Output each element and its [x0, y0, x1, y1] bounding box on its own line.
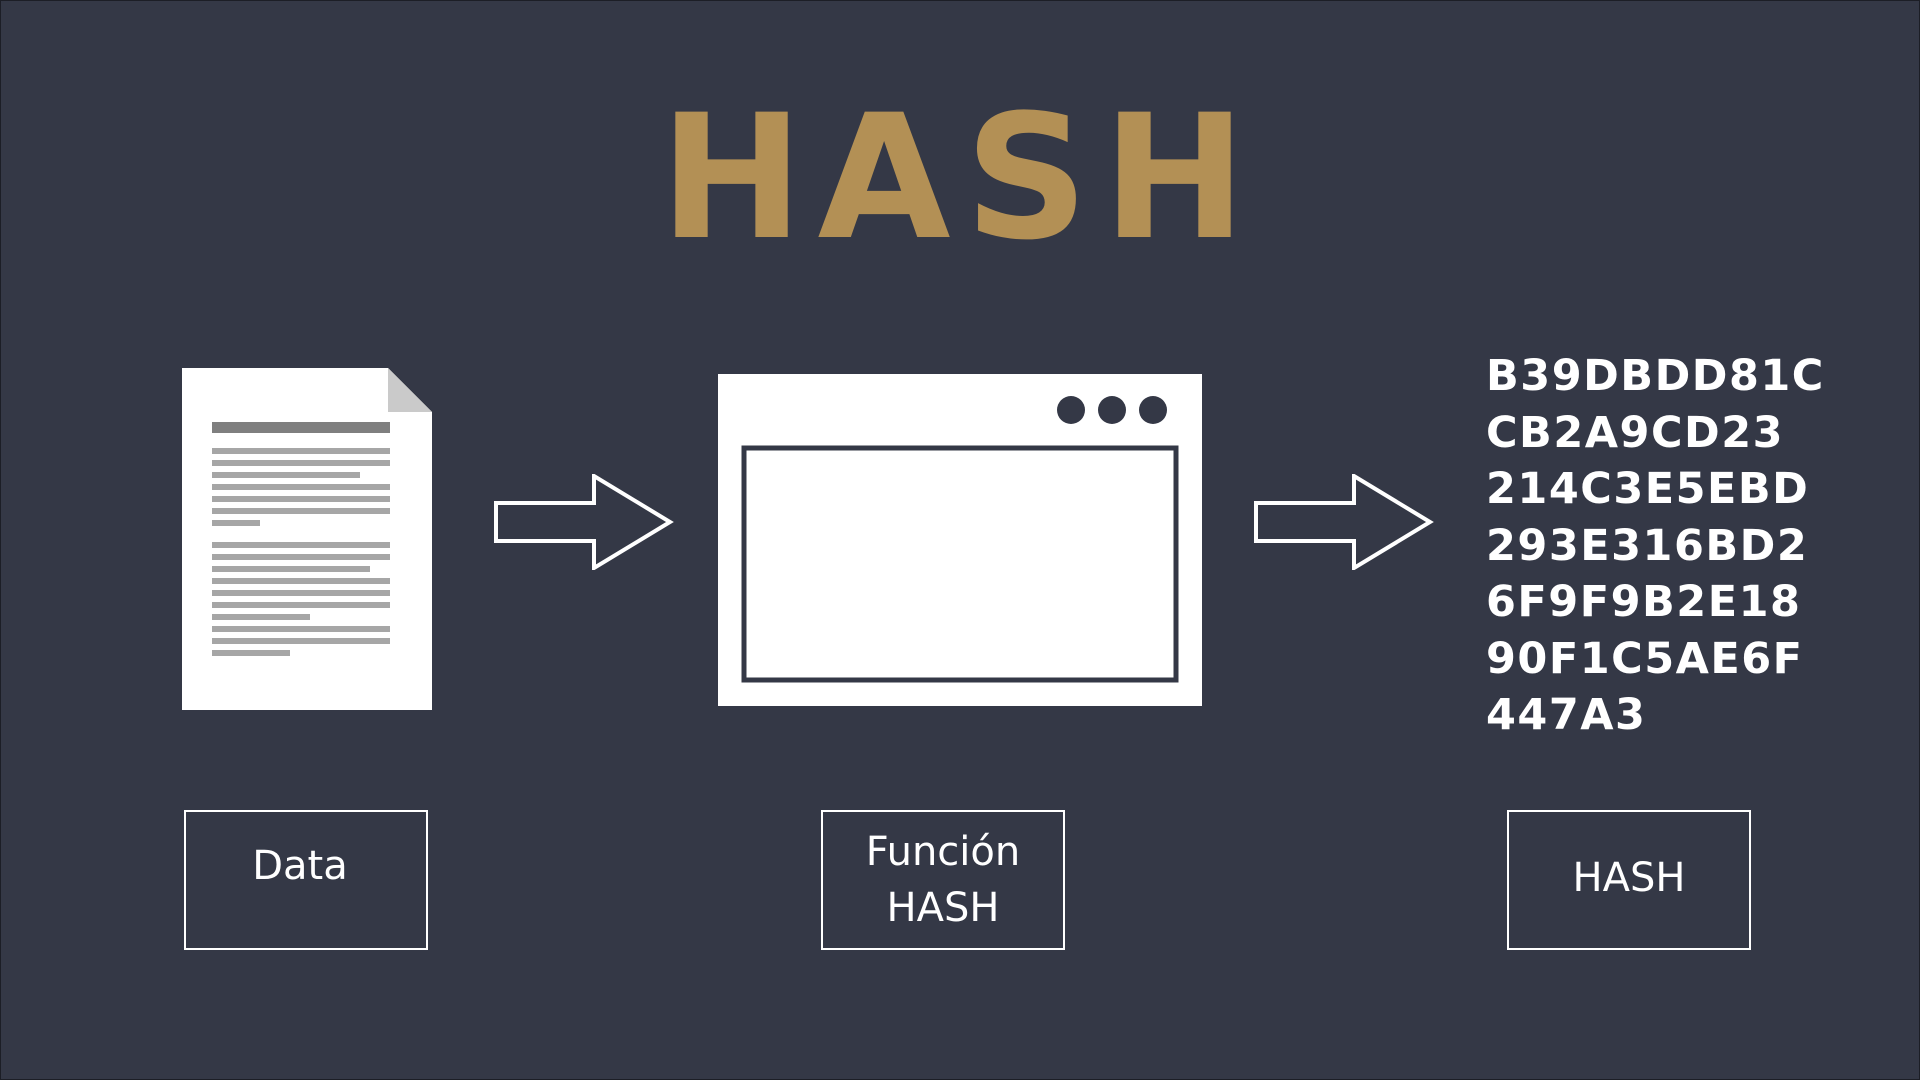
hash-output: B39DBDD81C CB2A9CD23 214C3E5EBD 293E316B… — [1486, 348, 1886, 744]
document-heading-line — [212, 422, 390, 433]
hash-output-line: 293E316BD2 — [1486, 520, 1809, 571]
window-dot-icon — [1057, 396, 1085, 424]
window-dot-icon — [1139, 396, 1167, 424]
hash-output-line: 6F9F9B2E18 — [1486, 577, 1802, 627]
label-function-box: Función HASH — [821, 810, 1065, 950]
label-hash-box: HASH — [1507, 810, 1751, 950]
label-function-line1: Función — [865, 829, 1021, 875]
label-data-box: Data — [184, 810, 428, 950]
page-title: HASH — [0, 62, 1920, 262]
hash-window-icon: # — [718, 374, 1202, 706]
label-function-line2: HASH — [886, 885, 1000, 931]
hash-output-line: 90F1C5AE6F — [1486, 633, 1804, 684]
title-logo: HASH — [660, 77, 1261, 262]
title-text: HASH — [660, 77, 1261, 262]
hash-output-line: CB2A9CD23 — [1486, 407, 1785, 458]
window-dot-icon — [1098, 396, 1126, 424]
document-text-lines — [212, 448, 390, 656]
label-hash: HASH — [1572, 855, 1686, 901]
svg-text:#: # — [850, 414, 1059, 705]
right-arrow-icon — [1254, 474, 1434, 570]
hash-output-line: 214C3E5EBD — [1486, 464, 1810, 514]
document-icon — [182, 368, 432, 710]
label-data: Data — [252, 843, 348, 889]
right-arrow-icon — [494, 474, 674, 570]
hash-output-line: 447A3 — [1486, 690, 1647, 740]
hash-output-line: B39DBDD81C — [1486, 351, 1825, 401]
hash-symbol: # — [850, 414, 1059, 705]
